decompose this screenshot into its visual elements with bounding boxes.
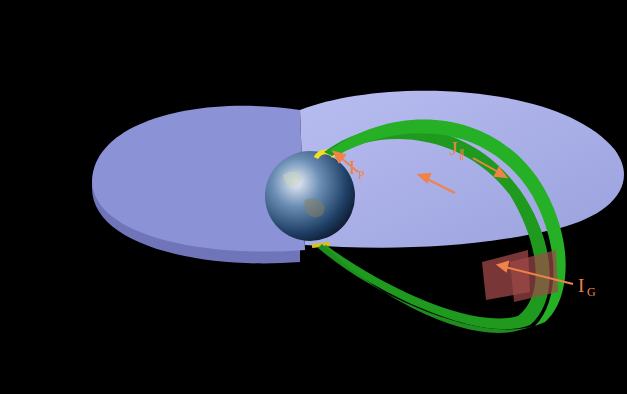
current-plane (510, 250, 558, 302)
land (304, 199, 324, 218)
current-symbol: I (578, 276, 584, 295)
plasma-sheet-right (300, 91, 624, 248)
earth (265, 151, 355, 241)
current-arrows (334, 152, 573, 284)
current-symbol: I (349, 158, 355, 177)
current-subscript: ∥ (459, 149, 465, 161)
current-subscript: G (587, 286, 596, 298)
current-symbol: J (450, 139, 457, 158)
field-line-bundle (330, 119, 566, 326)
field-line-bundle (318, 244, 535, 333)
cloud (283, 171, 301, 186)
current-subscript: P (358, 169, 365, 181)
